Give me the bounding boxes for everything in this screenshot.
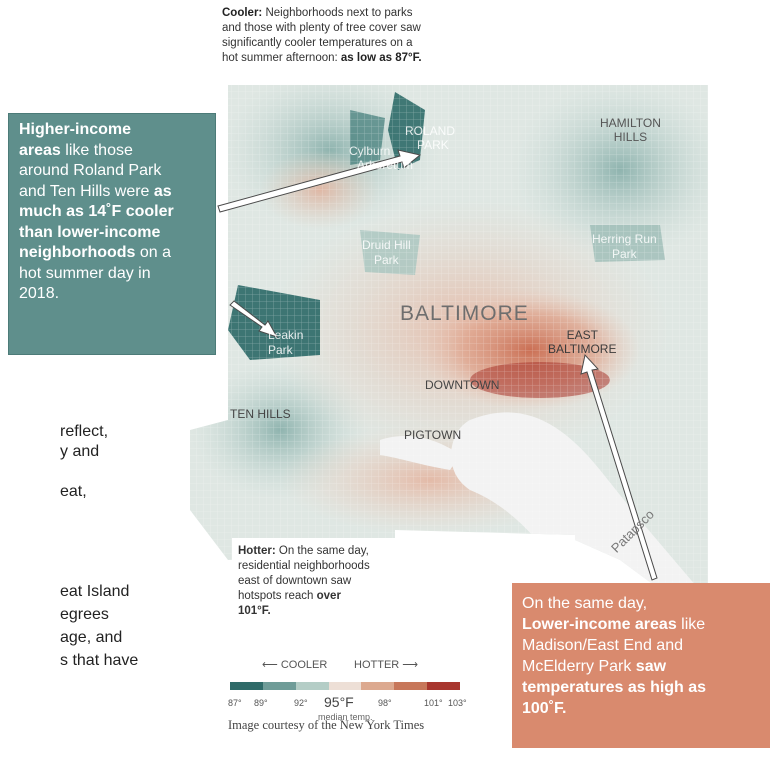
orange-t3: Madison/East End and <box>522 637 683 654</box>
hotter-line4-bold: over <box>316 590 341 602</box>
legend-tick-89: 89° <box>254 698 268 708</box>
hotter-label: Hotter: <box>238 545 276 557</box>
left-fragment-5: egrees <box>60 606 109 623</box>
legend-color-segment <box>361 682 395 690</box>
orange-t2: like <box>676 616 706 633</box>
green-b4: as <box>153 182 172 200</box>
legend-color-segment <box>394 682 428 690</box>
legend-center-value: 95°F <box>324 694 354 710</box>
label-hamilton-2: HILLS <box>613 130 648 144</box>
legend-cooler: ⟵ COOLER <box>262 658 327 671</box>
right-arrow-icon: ⟶ <box>399 659 419 671</box>
label-leakin-park: Leakin Park <box>268 328 303 358</box>
label-pigtown: PIGTOWN <box>404 428 462 442</box>
cooler-label: Cooler: <box>222 7 263 19</box>
green-b7: neighborhoods <box>19 244 136 261</box>
label-druid-hill-2: Park <box>374 253 399 267</box>
label-cylburn: Cylburn Arboretum <box>345 144 413 172</box>
legend-tick-103: 103° <box>448 698 467 708</box>
left-fragment-3: eat, <box>60 483 87 500</box>
label-herring-run-1: Herring Run <box>592 232 657 246</box>
label-herring-run-2: Park <box>612 247 637 261</box>
green-b2: areas <box>19 141 61 159</box>
label-leakin-1: Leakin <box>268 328 304 342</box>
green-t3: around Roland Park <box>19 162 162 179</box>
left-arrow-icon: ⟵ <box>262 659 281 671</box>
legend-tick-101: 101° <box>424 698 443 708</box>
legend-hotter: HOTTER ⟶ <box>354 658 418 671</box>
green-b6: than lower-income <box>19 223 161 241</box>
label-ten-hills: TEN HILLS <box>230 407 291 421</box>
cooler-line4-bold: as low as 87°F. <box>340 52 422 64</box>
green-t8: hot summer day in <box>19 264 151 282</box>
label-cylburn-2: Arboretum <box>357 158 414 172</box>
label-roland-park-2: PARK <box>417 138 449 152</box>
cooler-line3: significantly cooler temperatures on a <box>222 37 413 49</box>
label-cylburn-1: Cylburn <box>349 144 391 158</box>
orange-b4: saw <box>635 658 667 675</box>
hotter-line1: On the same day, <box>275 545 369 557</box>
legend-tick-92: 92° <box>294 698 308 708</box>
green-t7: on a <box>135 244 172 261</box>
label-leakin-2: Park <box>268 343 293 357</box>
green-b5: much as 14˚F cooler <box>19 203 174 220</box>
orange-t1: On the same day, <box>522 595 648 612</box>
green-b1: Higher-income <box>19 121 132 138</box>
temperature-legend: ⟵ COOLER HOTTER ⟶ 87° 89° 92° 95°F 98° 1… <box>228 652 468 722</box>
hotter-line2: residential neighborhoods <box>238 560 370 572</box>
legend-color-segment <box>427 682 461 690</box>
orange-b5: temperatures as high as <box>522 679 707 696</box>
label-downtown: DOWNTOWN <box>425 378 500 392</box>
orange-b6: 100˚F. <box>522 700 567 717</box>
lower-income-callout: On the same day, Lower-income areas like… <box>512 583 770 748</box>
cooler-line1: Neighborhoods next to parks <box>262 7 413 19</box>
higher-income-callout: Higher-income areas like those around Ro… <box>8 113 216 355</box>
legend-color-segment <box>295 682 329 690</box>
green-t9: 2018. <box>19 285 60 302</box>
legend-color-segment <box>230 682 263 690</box>
legend-color-segment <box>328 682 362 690</box>
cooler-line4: hot summer afternoon: <box>222 52 341 64</box>
left-fragment-1: reflect, <box>60 423 109 440</box>
legend-color-bar <box>230 682 461 690</box>
legend-median-label: median temp. <box>318 712 373 722</box>
legend-tick-98: 98° <box>378 698 392 708</box>
legend-color-segment <box>262 682 296 690</box>
left-fragment-6: age, and <box>60 629 123 646</box>
left-fragment-7: s that have <box>60 652 139 669</box>
legend-tick-87: 87° <box>228 698 242 708</box>
label-hamilton-hills: HAMILTON HILLS <box>600 116 661 144</box>
label-east-baltimore-2: BALTIMORE <box>548 342 617 356</box>
label-herring-run: Herring Run Park <box>592 232 657 262</box>
label-east-baltimore: EAST BALTIMORE <box>548 328 616 356</box>
label-baltimore: BALTIMORE <box>400 302 529 325</box>
legend-hotter-label: HOTTER <box>354 659 400 671</box>
hotter-line3: east of downtown saw <box>238 575 352 587</box>
label-east-baltimore-1: EAST <box>566 328 598 342</box>
image-credit: Image courtesy of the New York Times <box>228 718 425 732</box>
label-hamilton-1: HAMILTON <box>600 116 661 130</box>
hotter-line4: hotspots reach <box>238 590 317 602</box>
label-roland-park-1: ROLAND <box>405 124 456 138</box>
left-fragment-4: eat Island <box>60 583 130 600</box>
orange-b2: Lower-income areas <box>522 616 677 633</box>
left-fragment-2: y and <box>60 443 100 460</box>
cooler-line2: and those with plenty of tree cover saw <box>222 22 421 34</box>
green-t4: and Ten Hills were <box>19 182 154 200</box>
legend-cooler-label: COOLER <box>280 659 328 671</box>
orange-t4: McElderry Park <box>522 658 636 675</box>
green-t2: like those <box>60 141 133 159</box>
hotter-line5-bold: 101°F. <box>238 605 271 617</box>
label-roland-park: ROLAND PARK <box>405 124 455 152</box>
hotter-annotation: Hotter: On the same day, residential nei… <box>238 544 398 619</box>
label-druid-hill-1: Druid Hill <box>362 238 411 252</box>
cooler-annotation: Cooler: Neighborhoods next to parks and … <box>222 6 462 66</box>
label-druid-hill: Druid Hill Park <box>362 238 411 268</box>
